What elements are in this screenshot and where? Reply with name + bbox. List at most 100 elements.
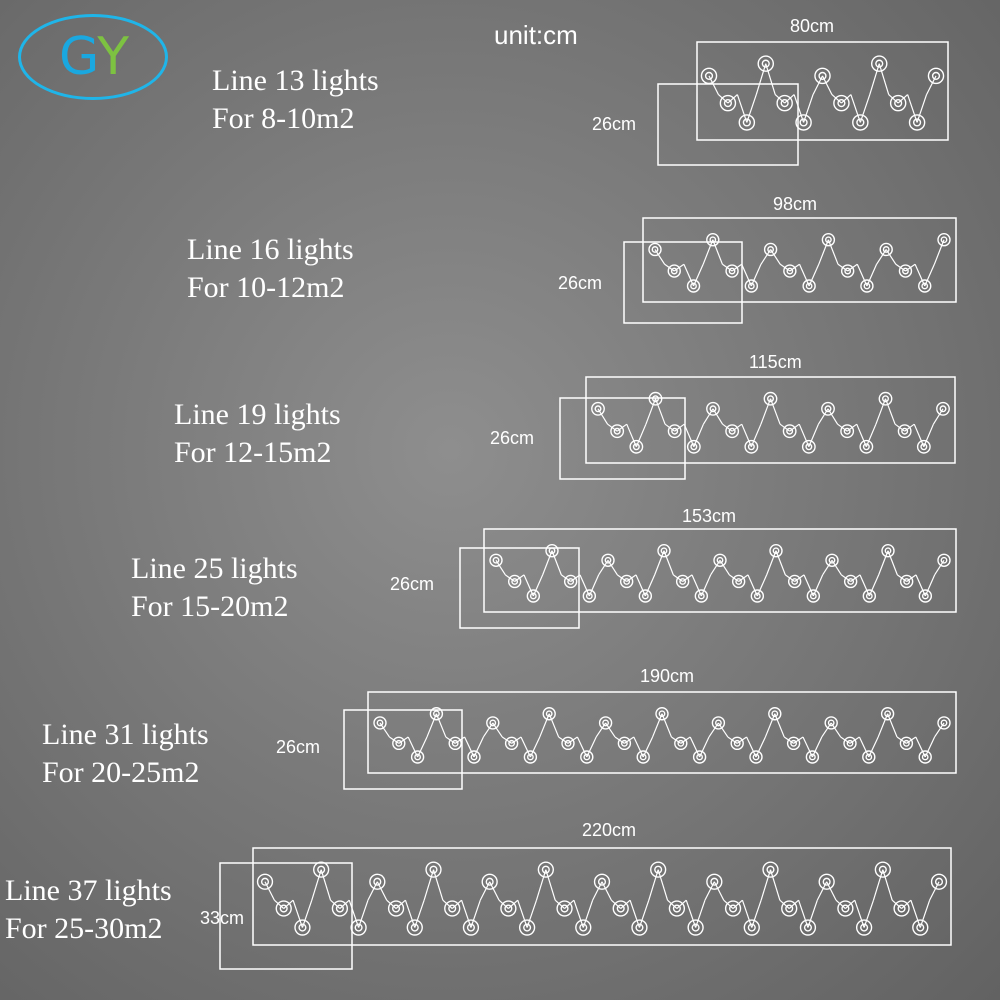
- light-ring: [556, 900, 573, 917]
- branch-line: [564, 899, 575, 909]
- branch-line: [765, 63, 776, 95]
- light-bulb: [766, 865, 775, 874]
- light-ring: [870, 55, 888, 72]
- light-bulb: [846, 739, 854, 747]
- branch-line: [774, 713, 785, 738]
- branch-line: [498, 899, 509, 909]
- light-bulb: [803, 923, 812, 932]
- light-ring: [801, 439, 816, 454]
- branch-line: [764, 713, 776, 738]
- product-area: For 15-20m2: [131, 590, 289, 623]
- light-bulb: [786, 427, 794, 435]
- width-dimension-box: [642, 217, 957, 303]
- light-ring: [687, 919, 704, 936]
- light-bulb: [470, 753, 478, 761]
- light-ring: [636, 750, 650, 764]
- branch-line: [803, 574, 814, 597]
- light-bulb: [395, 739, 403, 747]
- light-bulb: [865, 753, 873, 761]
- light-ring: [862, 589, 877, 603]
- light-bulb: [828, 556, 836, 564]
- light-ring: [706, 233, 720, 247]
- light-bulb: [579, 923, 588, 932]
- light-bulb: [376, 719, 384, 727]
- branch-line: [841, 94, 852, 104]
- light-ring: [719, 94, 737, 112]
- branch-line: [887, 550, 898, 576]
- branch-line: [683, 423, 695, 448]
- light-bulb: [604, 556, 612, 564]
- product-label-31: Line 31 lights For 20-25m2: [42, 716, 209, 792]
- light-ring: [593, 873, 611, 890]
- light-ring: [706, 401, 720, 416]
- light-bulb: [903, 578, 911, 585]
- branch-line: [644, 574, 656, 597]
- light-ring: [818, 873, 835, 890]
- light-bulb: [527, 753, 534, 761]
- branch-line: [683, 264, 695, 287]
- light-bulb: [567, 578, 575, 585]
- branch-line: [788, 899, 799, 909]
- light-bulb: [623, 578, 631, 585]
- branch-line: [517, 899, 528, 928]
- light-bulb: [691, 923, 700, 932]
- light-bulb: [672, 904, 681, 913]
- branch-line: [579, 574, 590, 597]
- light-ring: [889, 94, 907, 112]
- light-ring: [256, 873, 274, 890]
- light-ring: [674, 736, 688, 751]
- light-bulb: [583, 753, 591, 761]
- light-bulb: [429, 865, 438, 874]
- light-ring: [648, 242, 662, 257]
- light-bulb: [652, 395, 660, 403]
- width-dimension-box: [585, 376, 956, 464]
- branch-line: [426, 713, 437, 738]
- branch-line: [868, 574, 880, 597]
- branch-line: [775, 550, 786, 576]
- light-bulb: [790, 739, 797, 747]
- branch-line: [872, 869, 884, 901]
- light-ring: [648, 391, 663, 406]
- branch-line: [741, 264, 752, 287]
- light-bulb: [772, 547, 780, 555]
- light-ring: [711, 716, 726, 730]
- light-bulb: [414, 753, 421, 761]
- branch-line: [432, 869, 444, 901]
- branch-line: [700, 574, 712, 597]
- branch-line: [526, 899, 538, 928]
- branch-line: [554, 899, 565, 909]
- branch-line: [301, 899, 313, 928]
- light-bulb: [897, 904, 906, 913]
- light-bulb: [901, 427, 909, 435]
- light-bulb: [632, 443, 640, 451]
- light-ring: [675, 574, 690, 589]
- light-ring: [936, 401, 950, 416]
- light-ring: [425, 861, 442, 878]
- branch-line: [330, 899, 341, 909]
- branch-line: [532, 574, 544, 597]
- light-bulb: [916, 923, 925, 932]
- light-ring: [763, 242, 778, 257]
- branch-line: [689, 736, 701, 758]
- branch-line: [877, 713, 889, 738]
- light-bulb: [511, 578, 519, 585]
- branch-line: [692, 264, 704, 287]
- branch-line: [545, 869, 556, 901]
- light-ring: [406, 919, 423, 936]
- branch-line: [691, 574, 702, 597]
- light-ring: [874, 861, 891, 878]
- branch-line: [633, 736, 644, 758]
- light-bulb: [466, 923, 475, 932]
- light-bulb: [940, 556, 948, 564]
- light-bulb: [809, 753, 816, 761]
- light-ring: [762, 861, 779, 878]
- light-bulb: [723, 98, 733, 108]
- light-ring: [916, 439, 931, 454]
- branch-line: [654, 398, 666, 425]
- branch-line: [878, 63, 890, 95]
- branch-line: [423, 869, 435, 901]
- width-dimension-box: [252, 847, 952, 946]
- light-ring: [781, 900, 798, 917]
- light-bulb: [639, 753, 647, 761]
